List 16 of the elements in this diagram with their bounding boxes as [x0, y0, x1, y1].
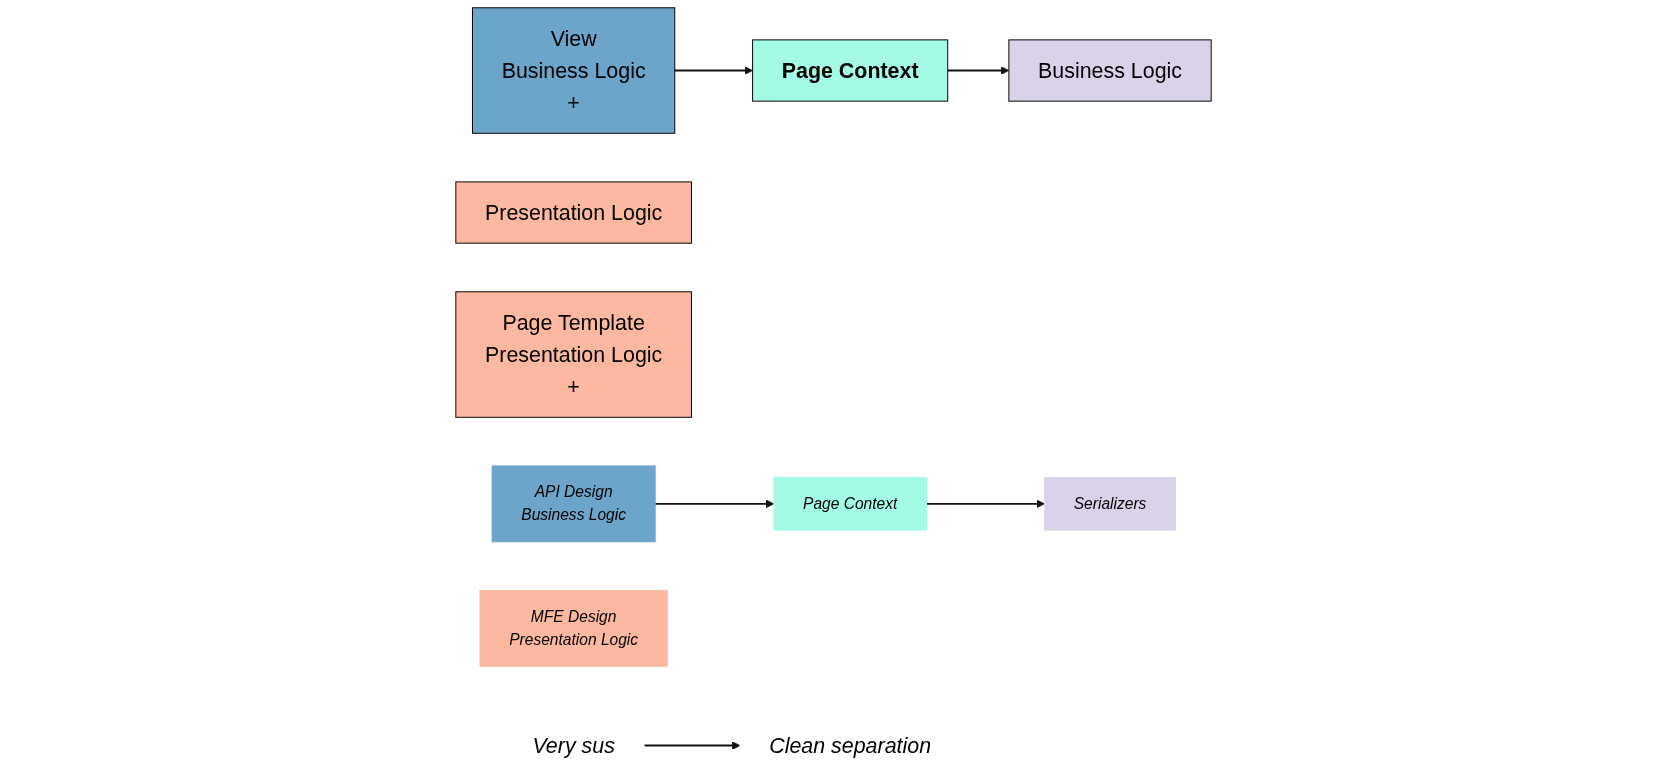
node-box: API Design Business Logic — [491, 465, 656, 543]
node-box: Business Logic — [1008, 39, 1212, 102]
node-box: View Business Logic + — [472, 7, 676, 134]
node-text: Clean separation — [769, 733, 932, 758]
arrow — [673, 66, 753, 75]
arrow — [946, 66, 1010, 75]
arrow — [643, 741, 741, 750]
node-box: MFE Design Presentation Logic — [479, 589, 668, 667]
node-box: Page Context — [773, 477, 927, 531]
node-box: Presentation Logic — [455, 181, 692, 244]
node-box: Serializers — [1044, 477, 1177, 531]
node-box: Page Context — [752, 39, 949, 102]
node-box: Page Template Presentation Logic + — [455, 291, 692, 418]
node-text: Very sus — [532, 733, 615, 758]
arrow — [925, 499, 1045, 509]
arrow — [654, 499, 775, 509]
